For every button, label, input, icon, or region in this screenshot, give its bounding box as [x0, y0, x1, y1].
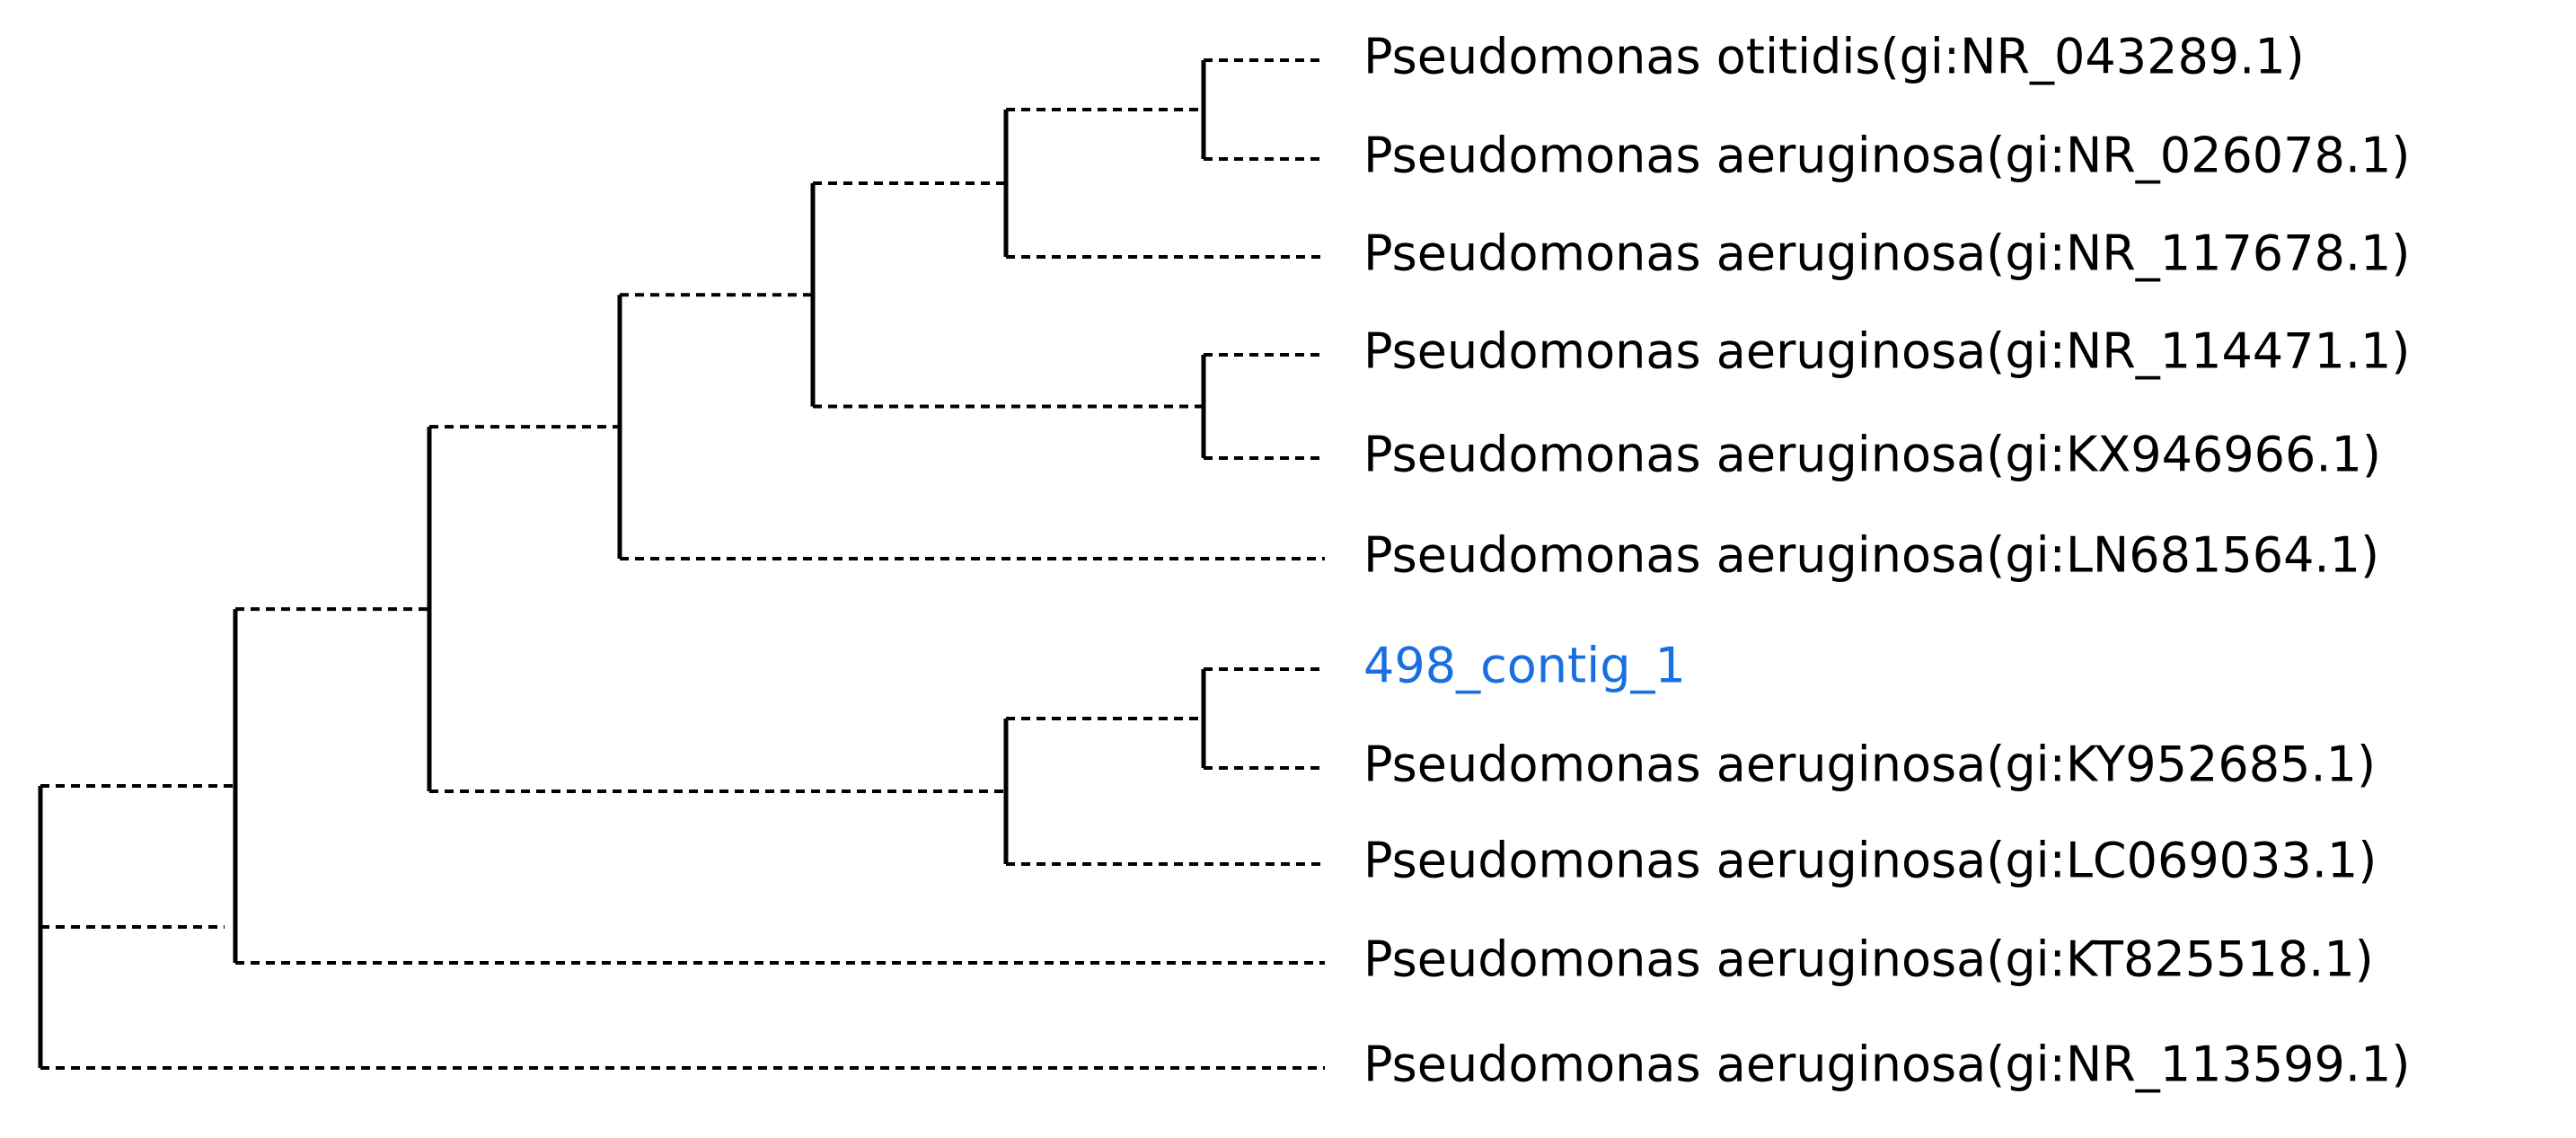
leaf-label-5: Pseudomonas aeruginosa(gi:KX946966.1): [1363, 427, 2381, 483]
leaf-label-6: Pseudomonas aeruginosa(gi:LN681564.1): [1363, 527, 2379, 584]
leaf-labels: Pseudomonas otitidis(gi:NR_043289.1) Pse…: [1363, 29, 2410, 1093]
leaf-label-10: Pseudomonas aeruginosa(gi:KT825518.1): [1363, 931, 2374, 988]
leaf-label-9: Pseudomonas aeruginosa(gi:LC069033.1): [1363, 833, 2377, 889]
leaf-label-8: Pseudomonas aeruginosa(gi:KY952685.1): [1363, 737, 2376, 793]
leaf-label-4: Pseudomonas aeruginosa(gi:NR_114471.1): [1363, 323, 2410, 380]
leaf-label-query-contig: 498_contig_1: [1363, 638, 1686, 694]
leaf-label-11: Pseudomonas aeruginosa(gi:NR_113599.1): [1363, 1037, 2410, 1093]
leaf-label-2: Pseudomonas aeruginosa(gi:NR_026078.1): [1363, 128, 2410, 184]
leaf-label-3: Pseudomonas aeruginosa(gi:NR_117678.1): [1363, 225, 2410, 282]
tree-branches: [38, 58, 1325, 1070]
leaf-label-1: Pseudomonas otitidis(gi:NR_043289.1): [1363, 29, 2305, 85]
